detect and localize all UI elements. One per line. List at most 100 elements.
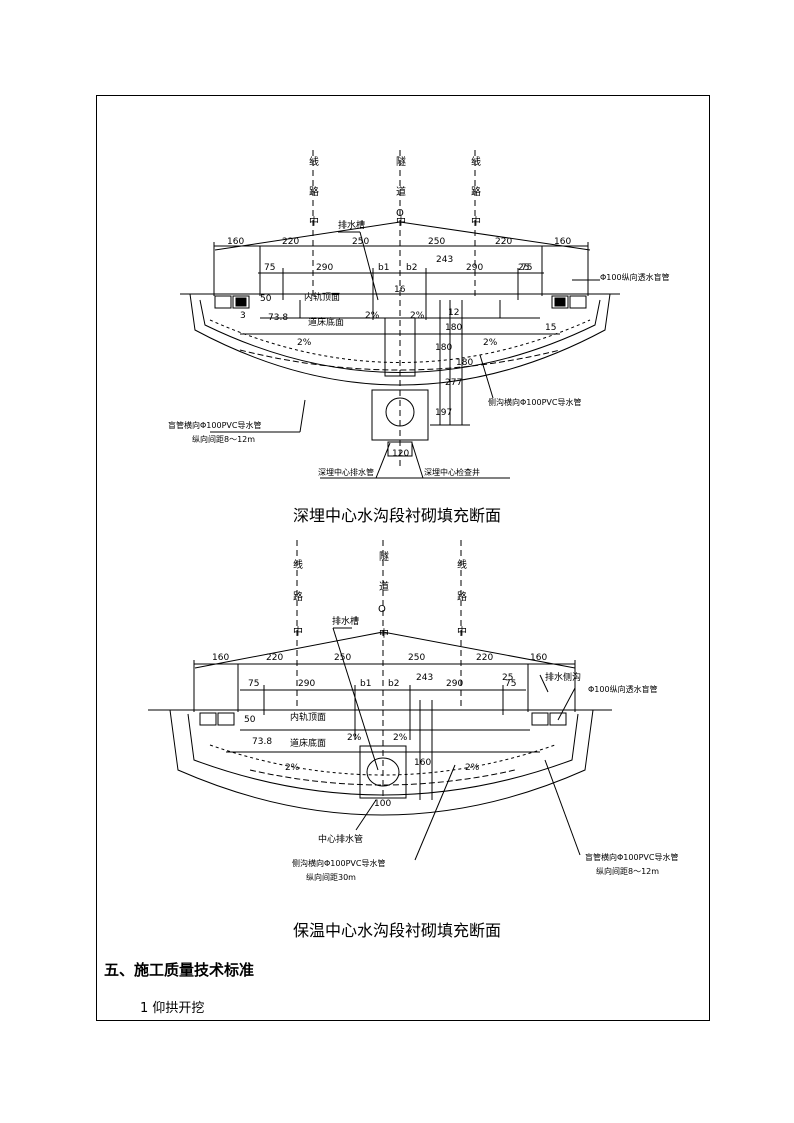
fig1-vertical-dim: 197 (435, 408, 452, 418)
fig1-height-dim: 50 (260, 294, 272, 304)
figure-2-texts: 线 路 中 隧 道 中 线 路 中 O 160 220 250 250 220 … (212, 550, 678, 882)
fig1-second-dim: 290 (466, 263, 483, 273)
fig2-top-dim: 250 (334, 653, 351, 663)
fig1-label-side-pipe: 侧沟横向Φ100PVC导水管 (488, 397, 581, 407)
fig1-origin: O (396, 208, 404, 219)
fig1-vlabel-left-1: 线 (309, 155, 319, 168)
section-heading: 五、施工质量技术标准 (104, 961, 255, 979)
fig2-second-dim: b2 (388, 679, 399, 689)
fig1-height-dim: 243 (436, 255, 453, 265)
fig1-vlabel-center-1: 隧 (396, 155, 406, 168)
fig2-small-dim: 2% (465, 763, 480, 773)
fig2-vlabel-center-2: 道 (379, 580, 389, 593)
fig2-origin: O (378, 604, 386, 615)
fig2-second-dim: 75 (505, 679, 516, 689)
figure-2-caption: 保温中心水沟段衬砌填充断面 (292, 921, 501, 940)
fig2-top-dim: 220 (476, 653, 493, 663)
figure-1-texts: 线 路 中 隧 道 中 线 路 中 O 160 220 250 250 220 … (168, 155, 670, 477)
fig1-second-dim: 75 (264, 263, 275, 273)
fig2-vlabel-right-3: 中 (457, 625, 467, 638)
fig1-top-dim: 250 (428, 237, 445, 247)
fig1-small-dim: 120 (392, 449, 409, 459)
fig2-vlabel-left-1: 线 (293, 558, 303, 571)
fig1-small-dim: 2% (483, 338, 498, 348)
fig2-small-dim: 100 (374, 799, 391, 809)
fig2-small-dim: 2% (393, 733, 408, 743)
fig1-label-center-drain: 深埋中心排水管 (318, 467, 374, 477)
fig1-small-dim: 2% (365, 311, 380, 321)
fig2-second-dim: 290 (446, 679, 463, 689)
fig1-vlabel-right-3: 中 (471, 215, 481, 228)
fig1-label-blind-pipe-left-1: 盲管横向Φ100PVC导水管 (168, 420, 261, 430)
fig1-second-dim: 290 (316, 263, 333, 273)
fig1-label-fill-top: 内轨顶面 (304, 291, 340, 303)
fig2-label-center-drain: 中心排水管 (318, 833, 363, 845)
fig1-height-dim: 73.8 (268, 313, 288, 323)
fig2-height-dim: 73.8 (252, 737, 272, 747)
fig1-vlabel-center-3: 中 (396, 215, 406, 228)
fig2-label-side-pipe-2: 纵向间距30m (306, 872, 356, 882)
fig2-label-side-ditch: 排水侧沟 (545, 671, 581, 683)
fig1-small-dim: 2% (410, 311, 425, 321)
figure-2-section (148, 540, 612, 861)
fig2-top-dim: 160 (530, 653, 547, 663)
fig2-label-drain-trough: 排水槽 (332, 615, 359, 627)
fig2-small-dim: 2% (347, 733, 362, 743)
fig2-vlabel-center-1: 隧 (379, 550, 389, 563)
fig1-label-drain-trough: 排水槽 (338, 219, 365, 231)
fig2-vlabel-right-2: 路 (457, 590, 467, 603)
fig2-second-dim: b1 (360, 679, 371, 689)
fig1-vlabel-right-2: 路 (471, 185, 481, 198)
fig1-vlabel-left-2: 路 (309, 185, 319, 198)
fig2-second-dim: 75 (248, 679, 259, 689)
fig2-vlabel-right-1: 线 (457, 558, 467, 571)
fig2-second-dim: 290 (298, 679, 315, 689)
fig2-top-dim: 160 (212, 653, 229, 663)
fig1-small-dim: 25 (518, 263, 529, 273)
fig2-label-blind-pipe-right: Φ100纵向透水盲管 (588, 684, 658, 694)
fig1-top-dim: 160 (227, 237, 244, 247)
fig2-vlabel-center-3: 中 (379, 627, 389, 640)
fig1-second-dim: 75 (521, 263, 532, 273)
figure-1-caption: 深埋中心水沟段衬砌填充断面 (292, 506, 501, 525)
fig2-label-ballast-bottom: 道床底面 (290, 737, 326, 749)
fig2-label-blind-pipe-1: 盲管横向Φ100PVC导水管 (585, 852, 678, 862)
fig1-height-dim: 12 (448, 308, 459, 318)
fig1-vertical-dim: 180 (445, 323, 462, 333)
fig1-height-dim: 16 (394, 285, 406, 295)
fig1-top-dim: 220 (495, 237, 512, 247)
fig2-height-dim: 243 (416, 673, 433, 683)
fig1-vlabel-center-2: 道 (396, 185, 406, 198)
document-frame (96, 95, 710, 1021)
fig1-label-ballast-bottom: 道床底面 (308, 316, 344, 328)
fig1-small-dim: 15 (545, 323, 556, 333)
fig2-vlabel-left-3: 中 (293, 625, 303, 638)
fig1-label-center-well: 深埋中心检查井 (424, 467, 480, 477)
fig1-vertical-dim: 180 (435, 343, 452, 353)
fig1-vlabel-right-1: 线 (471, 155, 481, 168)
fig2-small-dim: 25 (502, 673, 513, 683)
fig1-top-dim: 160 (554, 237, 571, 247)
section-item: 1 仰拱开挖 (140, 1001, 205, 1016)
fig1-small-dim: 3 (240, 311, 246, 321)
fig1-top-dim: 220 (282, 237, 299, 247)
fig2-label-fill-top: 内轨顶面 (290, 711, 326, 723)
fig1-label-blind-pipe-right: Φ100纵向透水盲管 (600, 272, 670, 282)
fig1-second-dim: b1 (378, 263, 389, 273)
fig1-top-dim: 250 (352, 237, 369, 247)
fig2-height-dim: 160 (414, 758, 431, 768)
fig2-top-dim: 250 (408, 653, 425, 663)
fig2-vlabel-left-2: 路 (293, 590, 303, 603)
fig1-second-dim: b2 (406, 263, 417, 273)
fig2-label-blind-pipe-2: 纵向间距8～12m (596, 866, 659, 876)
fig1-vlabel-left-3: 中 (309, 215, 319, 228)
fig2-height-dim: 50 (244, 715, 256, 725)
figure-1-section (180, 150, 620, 479)
fig1-small-dim: 2% (297, 338, 312, 348)
fig2-label-side-pipe-1: 侧沟横向Φ100PVC导水管 (292, 858, 385, 868)
fig1-label-blind-pipe-left-2: 纵向间距8～12m (192, 434, 255, 444)
fig2-small-dim: 2% (285, 763, 300, 773)
fig1-vertical-dim: 277 (445, 378, 462, 388)
fig1-vertical-dim: 180 (456, 358, 473, 368)
